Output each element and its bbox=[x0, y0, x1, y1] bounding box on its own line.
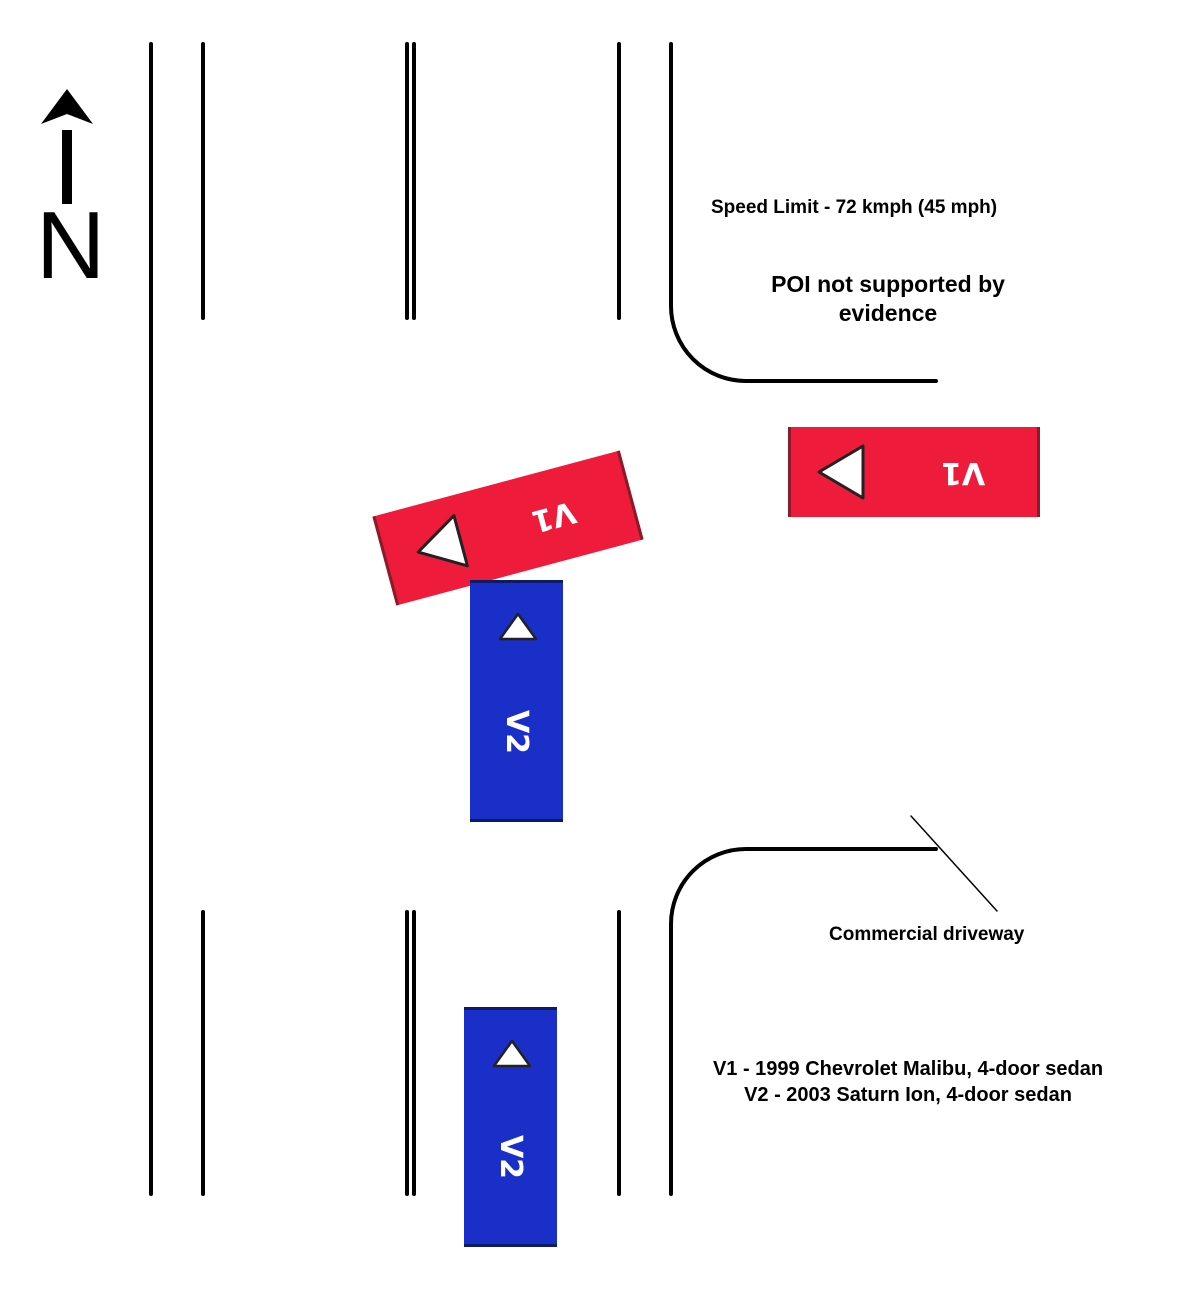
speed-limit-label: Speed Limit - 72 kmph (45 mph) bbox=[711, 197, 998, 218]
direction-arrow-north-icon bbox=[498, 612, 538, 641]
north-arrow-icon bbox=[41, 89, 93, 204]
driveway-label: Commercial driveway bbox=[829, 924, 1025, 945]
north-letter: N bbox=[36, 192, 106, 299]
vehicle-v1-pre-impact: V1 bbox=[788, 427, 1040, 517]
vehicle-v2-impact: V2 bbox=[470, 580, 563, 822]
poi-note: POI not supported by evidence bbox=[771, 271, 1005, 326]
direction-arrow-west-icon bbox=[817, 444, 865, 500]
vehicle-label: V1 bbox=[941, 455, 986, 490]
driveway-leader-line bbox=[910, 815, 998, 912]
vehicle-v2-pre-impact: V2 bbox=[464, 1007, 557, 1247]
vehicle-v1-impact: V1 bbox=[372, 450, 644, 606]
vehicle-label: V1 bbox=[527, 493, 580, 539]
vehicle-legend: V1 - 1999 Chevrolet Malibu, 4-door sedan… bbox=[680, 1056, 1136, 1108]
direction-arrow-west-icon bbox=[416, 514, 469, 568]
vehicle-label: V2 bbox=[499, 709, 535, 755]
east-road-edge-south-corner bbox=[669, 847, 938, 1196]
east-road-edge-north-corner bbox=[669, 42, 938, 383]
vehicle-legend-v1: V1 - 1999 Chevrolet Malibu, 4-door sedan bbox=[712, 1058, 1104, 1080]
direction-arrow-north-icon bbox=[492, 1039, 532, 1068]
vehicle-legend-v2: V2 - 2003 Saturn Ion, 4-door sedan bbox=[744, 1084, 1072, 1106]
vehicle-label: V2 bbox=[493, 1134, 529, 1180]
